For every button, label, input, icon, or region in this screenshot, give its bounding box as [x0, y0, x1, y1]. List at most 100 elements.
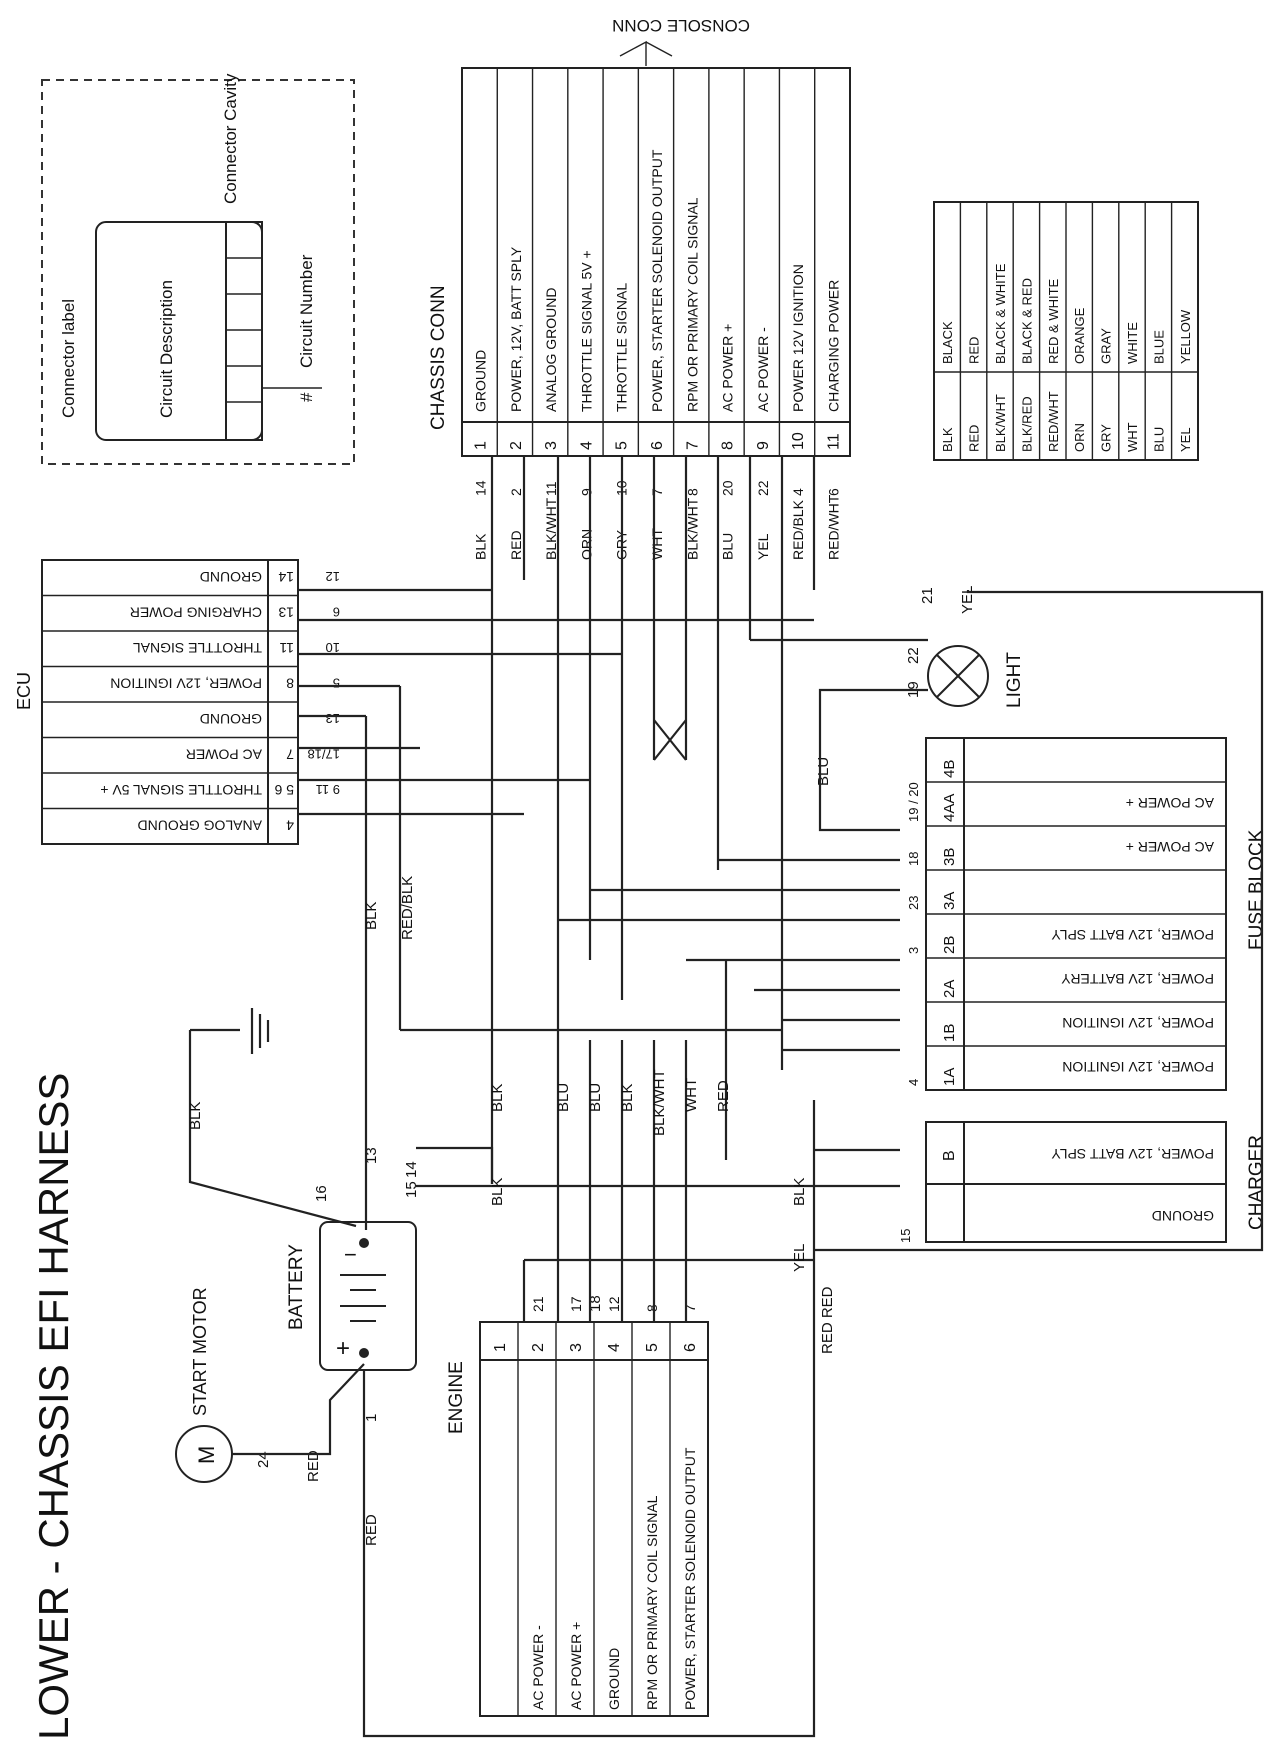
wire-labels: BLK RED/BLK BLK BLK BLK BLU BLU BLK BLK/… [187, 876, 836, 1546]
legend-circuit-number: Circuit Number [297, 254, 316, 368]
chassis-pin-cavity: 2 [508, 441, 525, 450]
chassis-pin-cavity: 5 [614, 441, 631, 450]
color-key-name: RED [967, 337, 982, 364]
chassis-pin-cavity: 3 [543, 441, 560, 450]
chassis-pin-circuit: 22 [755, 480, 771, 496]
ecu-pin-cavity: 4 [286, 817, 294, 833]
charger-pin-cavity: B [941, 1150, 958, 1161]
ecu-pin-cavity: 8 [286, 675, 294, 691]
chassis-pin-cavity: 8 [720, 441, 737, 450]
legend-key: Connector label Circuit Description Conn… [41, 73, 355, 465]
chassis-pin-wire-color: BLK [473, 533, 489, 560]
fuse-pin-desc: AC POWER + [1126, 795, 1214, 811]
engine-pin-desc: AC POWER + [568, 1622, 584, 1710]
color-key-name: ORANGE [1072, 307, 1087, 364]
engine-circuit-18: 18 [587, 1295, 604, 1312]
ecu-label: ECU [14, 672, 34, 710]
engine-pin-circuit: 7 [682, 1304, 698, 1312]
charger-pin-desc: GROUND [1152, 1208, 1214, 1224]
color-key-abbr: RED [967, 425, 982, 452]
fuse-pin-circuit: 18 [906, 852, 921, 866]
fuse-pin-desc: POWER, 12V IGNITION [1062, 1059, 1214, 1075]
fuse-pin-cavity: 4B [941, 760, 958, 778]
fuse-pin-desc: POWER, 12V BATTERY [1061, 971, 1214, 987]
chassis-connector: CHASSIS CONN CONSOLE CONN 1GROUNDBLK142P… [428, 16, 851, 560]
chassis-pin-circuit: 8 [684, 488, 700, 496]
ecu-pin-cavity: 7 [286, 746, 294, 762]
engine-pin-desc: RPM OR PRIMARY COIL SIGNAL [644, 1495, 660, 1710]
ecu-pin-desc: GROUND [200, 569, 262, 585]
color-key-abbr: ORN [1072, 423, 1087, 452]
chassis-pin-wire-color: RED/WHT [825, 494, 841, 560]
engine-pin-circuit: 21 [530, 1296, 546, 1312]
console-conn-label: CONSOLE CONN [612, 16, 750, 35]
color-key-abbr: YEL [1178, 427, 1193, 452]
ecu-pin-desc: GROUND [200, 711, 262, 727]
color-key-name: BLACK & WHITE [993, 263, 1008, 364]
engine-pin-desc: AC POWER - [530, 1625, 546, 1710]
color-key-name: GRAY [1099, 328, 1114, 364]
engine-pin-cavity: 6 [682, 1343, 699, 1352]
wire-label-blk-2: BLK [489, 1178, 506, 1206]
light-circuit-22: 22 [905, 647, 922, 664]
chassis-pin-desc: POWER, 12V, BATT SPLY [508, 246, 524, 412]
engine-pin-desc: GROUND [606, 1648, 622, 1710]
wire-label-red-red: RED RED [819, 1286, 836, 1354]
fuse-pin-cavity: 2A [941, 980, 958, 998]
wire-label-red: RED [715, 1080, 732, 1112]
chassis-pin-cavity: 9 [755, 441, 772, 450]
chassis-pin-desc: THROTTLE SIGNAL 5V + [578, 250, 594, 412]
chassis-pin-desc: POWER, STARTER SOLENOID OUTPUT [649, 149, 665, 412]
chassis-pin-circuit: 6 [825, 488, 841, 496]
chassis-pin-cavity: 6 [649, 441, 666, 450]
ecu-pin-circuit: 5 [333, 675, 340, 690]
wire-label-wht: WHT [683, 1078, 700, 1112]
chassis-pin-cavity: 11 [825, 433, 842, 450]
color-key-name: BLACK [940, 321, 955, 364]
engine-pin-cavity: 1 [492, 1343, 509, 1352]
chassis-pin-desc: CHARGING POWER [825, 280, 841, 412]
chassis-pin-desc: AC POWER - [755, 327, 771, 412]
ecu-pin-desc: ANALOG GROUND [138, 817, 262, 833]
fuse-pin-circuit: 4 [906, 1079, 921, 1086]
chassis-pin-cavity: 4 [578, 441, 595, 450]
wire-label-red-battery: RED [363, 1514, 380, 1546]
wire-label-yel: YEL [791, 1244, 808, 1272]
fuse-pin-cavity: 3B [941, 848, 958, 866]
fuse-pin-desc: POWER, 12V BATT SPLY [1051, 927, 1214, 943]
battery-minus: − [344, 1242, 357, 1267]
chassis-pin-cavity: 7 [684, 441, 701, 450]
charger-pin-desc: POWER, 12V BATT SPLY [1051, 1146, 1214, 1162]
ecu-pin-desc: THROTTLE SIGNAL [133, 640, 262, 656]
battery-circuit-15: 15 [403, 1181, 420, 1198]
engine-pin-cavity: 5 [644, 1343, 661, 1352]
wiring [188, 456, 1264, 1738]
chassis-pin-cavity: 1 [473, 441, 490, 450]
fuse-pin-cavity: 3A [941, 892, 958, 910]
wire-label-blu-1: BLU [555, 1083, 572, 1112]
ecu-pin-desc: THROTTLE SIGNAL 5V + [100, 782, 262, 798]
engine-pin-cavity: 3 [568, 1343, 585, 1352]
chassis-pin-wire-color: RED [508, 530, 524, 560]
fuse-pin-cavity: 1B [941, 1024, 958, 1042]
light-circuit-21: 21 [919, 587, 936, 604]
charger-pin-circuit: 15 [898, 1229, 913, 1243]
chassis-pin-desc: POWER 12V IGNITION [790, 264, 806, 412]
battery-circuit-16: 16 [313, 1185, 330, 1202]
start-motor-symbol: M [194, 1446, 219, 1464]
chassis-pin-wire-color: YEL [755, 533, 771, 560]
ecu-pin-cavity: 14 [278, 569, 294, 585]
fuse-pin-desc: POWER, 12V IGNITION [1062, 1015, 1214, 1031]
fuse-pin-cavity: 2B [941, 936, 958, 954]
ecu-pin-circuit: 13 [326, 711, 340, 726]
ecu-pin-desc: AC POWER [186, 746, 262, 762]
wire-label-blk-1: BLK [489, 1084, 506, 1112]
battery-circuit-1: 1 [363, 1414, 380, 1422]
ecu-pin-cavity: 13 [278, 604, 294, 620]
color-key-abbr: BLK/RED [1019, 396, 1034, 452]
fuse-block-label: FUSE BLOCK [1246, 829, 1267, 950]
legend-connector-cavity: Connector Cavity [221, 73, 240, 204]
